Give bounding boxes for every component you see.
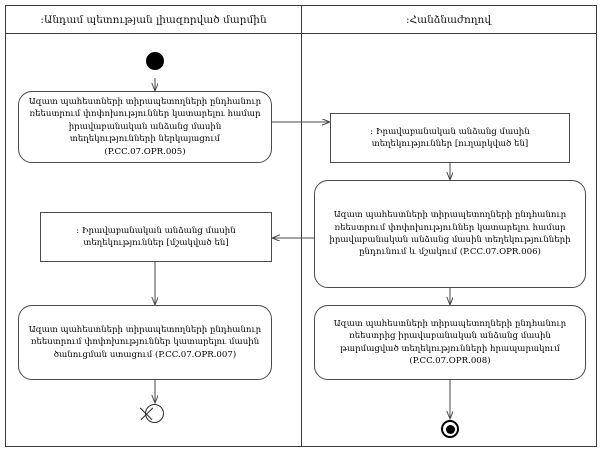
object-node-legal-entities-processed-label: : Իրավաբանական անձանց մասին տեղեկություն…	[76, 225, 236, 248]
action-node-opr-008[interactable]: Ազատ պահեստների տիրապետողների ընդհանուր …	[314, 305, 586, 380]
object-node-legal-entities-sent[interactable]: : Իրավաբանական անձանց մասին տեղեկություն…	[330, 113, 570, 163]
action-node-opr-006[interactable]: Ազատ պահեստների տիրապետողների ընդհանուր …	[314, 180, 586, 288]
initial-node	[146, 52, 164, 70]
action-node-opr-007-label: Ազատ պահեստների տիրապետողների ընդհանուր …	[28, 324, 262, 360]
action-node-opr-005-label: Ազատ պահեստների տիրապետողների ընդհանուր …	[28, 96, 262, 157]
lane-title-member-state-authority: :Անդամ պետության լիազորված մարմին	[40, 14, 267, 26]
action-node-opr-008-label: Ազատ պահեստների տիրապետողների ընդհանուր …	[333, 318, 567, 366]
activity-final-node	[441, 420, 459, 438]
flow-final-node	[139, 404, 164, 423]
lane-vertical-divider	[301, 6, 302, 446]
object-node-legal-entities-sent-label: : Իրավաբանական անձանց մասին տեղեկություն…	[370, 126, 530, 149]
object-node-legal-entities-processed[interactable]: : Իրավաբանական անձանց մասին տեղեկություն…	[40, 212, 272, 262]
action-node-opr-007[interactable]: Ազատ պահեստների տիրապետողների ընդհանուր …	[18, 305, 272, 380]
lane-header-divider	[6, 33, 596, 34]
action-node-opr-005[interactable]: Ազատ պահեստների տիրապետողների ընդհանուր …	[18, 91, 272, 163]
lane-title-commission: :Հանձնաժողով	[406, 14, 491, 26]
action-node-opr-006-label: Ազատ պահեստների տիրապետողների ընդհանուր …	[329, 210, 571, 258]
